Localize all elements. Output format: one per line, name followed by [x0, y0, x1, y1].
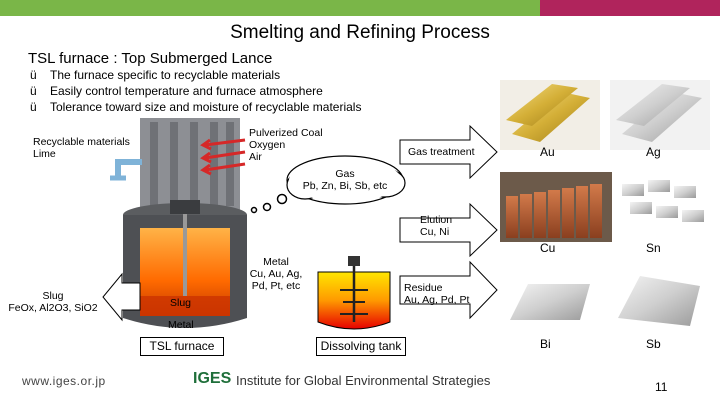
dissolving-tank-label: Dissolving tank — [316, 337, 406, 356]
tsl-furnace-body — [123, 200, 247, 328]
footer-url: www.iges.or.jp — [22, 374, 106, 388]
gas-treatment-label: Gas treatment — [408, 146, 475, 158]
page-number: 11 — [655, 380, 668, 394]
furnace-slug-layer-label: Slug — [170, 297, 192, 309]
residue-label: Residue Au, Ag, Pd, Pt — [404, 282, 470, 306]
check-icon: ü — [30, 100, 37, 114]
elution-label: Elution Cu, Ni — [420, 214, 453, 238]
product-label-cu: Cu — [540, 241, 556, 255]
gas-treatment-arrow — [399, 124, 498, 180]
bismuth-ingot-image — [500, 262, 600, 332]
slide-subtitle: TSL furnace : Top Submerged Lance — [28, 50, 273, 67]
gas-label: Gas Pb, Zn, Bi, Sb, etc — [302, 168, 388, 192]
input-materials-label: Recyclable materials Lime — [33, 136, 130, 160]
gas-bubble-trail — [250, 193, 288, 214]
tin-ingot-image — [612, 172, 710, 240]
product-label-ag: Ag — [646, 145, 661, 159]
product-label-sb: Sb — [646, 337, 661, 351]
check-icon: ü — [30, 84, 37, 98]
gas-cloud — [286, 155, 406, 205]
gold-ingot-image — [500, 80, 600, 150]
product-label-sn: Sn — [646, 241, 661, 255]
dissolving-tank — [317, 256, 391, 330]
header-bar-green — [0, 0, 540, 16]
footer-org-name: Institute for Global Environmental Strat… — [236, 373, 491, 388]
product-label-au: Au — [540, 145, 555, 159]
product-label-bi: Bi — [540, 337, 551, 351]
lance-input-arrows — [200, 138, 246, 176]
furnace-ducts — [110, 118, 240, 210]
iges-logo: IGES — [193, 370, 232, 387]
slug-output-label: Slug FeOx, Al2O3, SiO2 — [8, 290, 98, 314]
silver-ingot-image — [610, 80, 710, 150]
copper-cathode-image — [500, 172, 612, 242]
header-bar-magenta — [540, 0, 720, 16]
tsl-furnace-label: TSL furnace — [140, 337, 224, 356]
lance-inputs-label: Pulverized Coal Oxygen Air — [249, 127, 323, 163]
furnace-metal-layer-label: Metal — [168, 319, 194, 331]
slide-title: Smelting and Refining Process — [230, 22, 490, 43]
metal-output-label: Metal Cu, Au, Ag, Pd, Pt, etc — [249, 256, 303, 292]
check-icon: ü — [30, 68, 37, 82]
antimony-ingot-image — [610, 262, 710, 332]
elution-arrow — [399, 202, 498, 258]
slug-output-arrow — [102, 272, 141, 322]
residue-arrow — [399, 260, 498, 320]
